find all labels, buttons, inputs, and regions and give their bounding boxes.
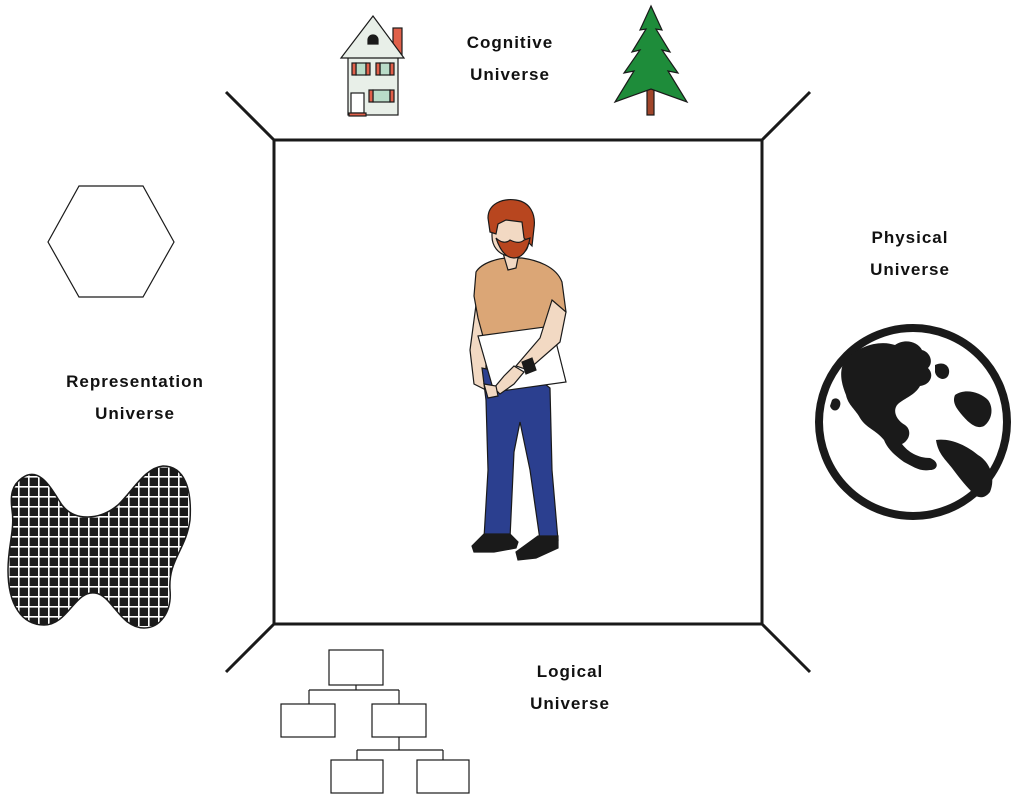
corner-line-bottom-left (224, 622, 276, 674)
label-cognitive-universe: Cognitive Universe (420, 27, 600, 91)
tree-icon (613, 4, 689, 116)
label-cognitive-line2: Universe (470, 65, 550, 84)
label-logical-line2: Universe (530, 694, 610, 713)
label-logical-universe: Logical Universe (480, 656, 660, 720)
hexagon-icon (47, 185, 175, 298)
corner-line-top-right (760, 90, 812, 142)
label-physical-universe: Physical Universe (820, 222, 1000, 286)
corner-line-bottom-right (760, 622, 812, 674)
person-figure (469, 199, 567, 561)
grid-blob-icon (7, 465, 192, 629)
globe-icon (815, 324, 1011, 520)
corner-line-top-left (224, 90, 276, 142)
house-icon (339, 14, 406, 117)
label-logical-line1: Logical (536, 662, 604, 681)
label-cognitive-line1: Cognitive (466, 33, 554, 52)
label-physical-line2: Universe (870, 260, 950, 279)
label-physical-line1: Physical (871, 228, 949, 247)
label-representation-line1: Representation (66, 372, 204, 391)
label-representation-universe: Representation Universe (30, 366, 240, 430)
org-chart-icon (280, 649, 470, 794)
label-representation-line2: Universe (95, 404, 175, 423)
